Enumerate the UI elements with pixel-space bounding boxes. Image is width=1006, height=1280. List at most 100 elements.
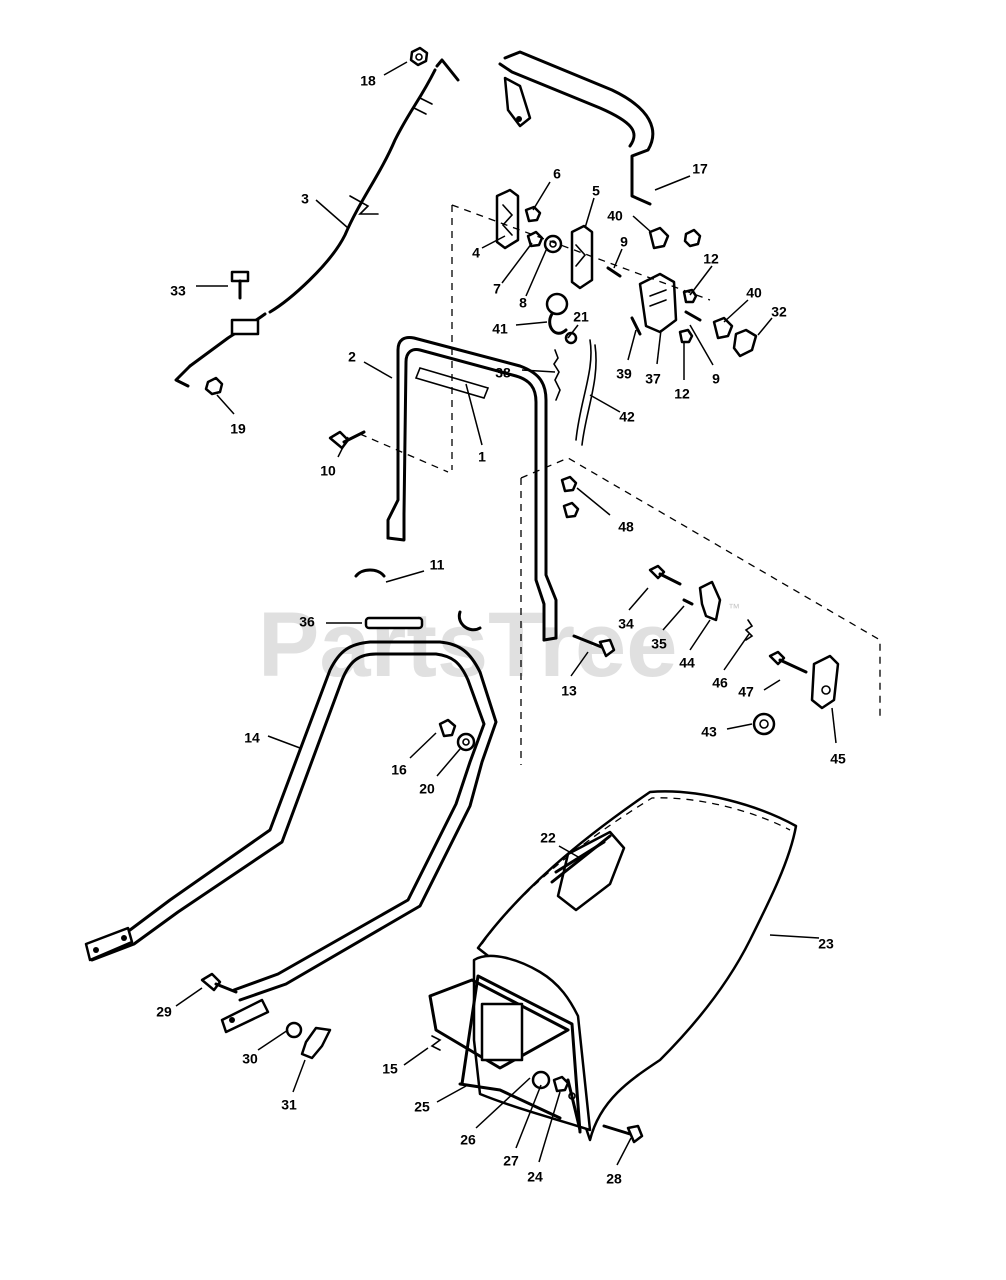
part-39-spacer (630, 316, 642, 336)
callout-leader-16 (409, 732, 437, 759)
callout-label-11: 11 (430, 557, 445, 573)
part-18-nut (409, 46, 429, 67)
part-6-nut (524, 205, 542, 223)
part-2-middle-handle (386, 336, 558, 642)
callout-label-38: 38 (495, 365, 511, 381)
assembly-line-bolt-10 (359, 433, 449, 473)
part-12-nuts (678, 288, 698, 344)
callout-label-40a: 40 (607, 208, 623, 224)
callout-label-45: 45 (830, 751, 846, 767)
callout-label-12a: 12 (703, 251, 719, 267)
callout-label-25: 25 (414, 1099, 430, 1115)
callout-leader-13 (570, 651, 589, 677)
part-13-bolt (572, 634, 616, 658)
callout-leader-25 (436, 1085, 467, 1103)
callout-label-44: 44 (679, 655, 695, 671)
callout-label-6: 6 (553, 166, 561, 182)
callout-leader-43 (726, 723, 753, 730)
callout-leader-31 (292, 1059, 306, 1093)
callout-label-8: 8 (519, 295, 527, 311)
part-14-lower-handle (84, 640, 498, 1034)
callout-leader-34 (628, 587, 649, 611)
part-35-spacer (682, 598, 694, 606)
callout-leader-24 (538, 1091, 561, 1163)
callout-leader-44 (689, 619, 711, 651)
part-34-bolt (648, 564, 682, 586)
callout-label-17: 17 (692, 161, 708, 177)
callout-label-31: 31 (281, 1097, 297, 1113)
callout-label-14: 14 (244, 730, 260, 746)
callout-label-48: 48 (618, 519, 634, 535)
part-8-washer (543, 234, 563, 254)
watermark-trademark: ™ (728, 601, 740, 615)
part-9-bolt-lower (684, 310, 702, 322)
callout-label-1: 1 (478, 449, 486, 465)
part-22-top-rail (550, 834, 612, 884)
callout-leader-4 (481, 235, 506, 249)
part-5-bracket (570, 224, 594, 290)
callout-label-29: 29 (156, 1004, 172, 1020)
callout-leader-15 (403, 1047, 429, 1066)
callout-label-7: 7 (493, 281, 501, 297)
callout-leader-40a (632, 215, 652, 233)
callout-leader-18 (383, 61, 408, 76)
part-38-spring (553, 349, 561, 401)
callout-leader-17 (654, 175, 691, 191)
part-15-spring (430, 1035, 442, 1051)
callout-label-15: 15 (382, 1061, 398, 1077)
callout-leader-9b (689, 324, 714, 366)
callout-leader-11 (385, 570, 425, 583)
callout-leader-39 (627, 329, 637, 361)
callout-label-41: 41 (492, 321, 508, 337)
part-10-bolt (328, 430, 366, 450)
callout-leader-40b (723, 299, 749, 323)
callout-leader-45 (831, 707, 837, 744)
callout-label-32: 32 (771, 304, 787, 320)
callout-label-20: 20 (419, 781, 435, 797)
callout-label-21: 21 (573, 309, 589, 325)
callout-leader-23 (769, 934, 820, 939)
callout-leader-3 (315, 199, 349, 229)
callout-label-30: 30 (242, 1051, 258, 1067)
part-17-upper-handle (498, 50, 702, 248)
part-33-bolt (230, 270, 250, 300)
part-41-bail-link (545, 292, 569, 335)
callout-leader-10 (337, 436, 349, 458)
part-31-knob (300, 1026, 332, 1060)
assembly-line-middle (520, 457, 881, 765)
callout-leader-28 (616, 1137, 632, 1166)
callout-leader-12a (689, 265, 713, 296)
part-30-washer (285, 1021, 303, 1039)
callout-label-2: 2 (348, 349, 356, 365)
callout-label-16: 16 (391, 762, 407, 778)
part-42-cable-tie (575, 339, 597, 446)
callout-leader-2 (363, 361, 393, 379)
callout-leader-9a (613, 248, 623, 269)
part-24-bolt (566, 1078, 582, 1132)
part-28-bolt (602, 1124, 644, 1144)
callout-label-18: 18 (360, 73, 376, 89)
callout-label-4: 4 (472, 245, 480, 261)
part-46-spring (744, 619, 754, 641)
part-29-bolt (200, 972, 238, 994)
part-43-wheel (752, 712, 776, 736)
callout-label-42: 42 (619, 409, 635, 425)
callout-leader-48 (576, 487, 611, 516)
part-20-washer (456, 732, 476, 752)
callout-leader-27 (515, 1084, 542, 1149)
part-23-grass-bag (472, 790, 798, 1142)
callout-label-35: 35 (651, 636, 667, 652)
callout-label-40b: 40 (746, 285, 762, 301)
callout-leader-19 (216, 394, 235, 415)
callout-leader-8 (525, 247, 548, 297)
callout-label-24: 24 (527, 1169, 543, 1185)
callout-leader-29 (175, 987, 203, 1007)
callout-leader-7 (501, 242, 533, 284)
part-40-nut-upper (648, 226, 670, 250)
callout-label-28: 28 (606, 1171, 622, 1187)
callout-label-9a: 9 (620, 234, 628, 250)
callout-leader-30 (257, 1029, 289, 1051)
callout-leader-35 (662, 605, 685, 631)
